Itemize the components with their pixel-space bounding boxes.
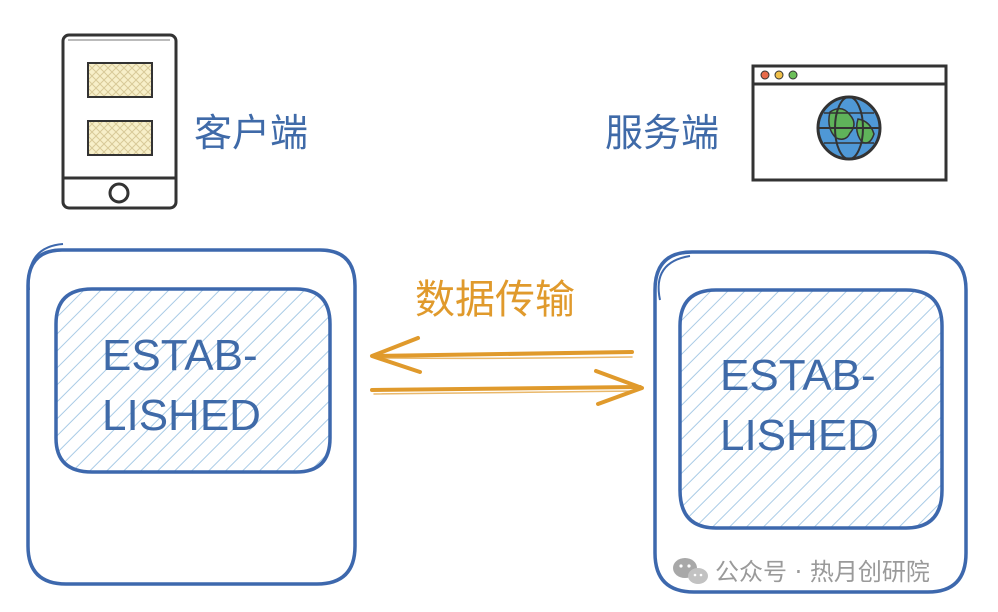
server-state-line-2: LISHED xyxy=(720,411,879,460)
wechat-icon xyxy=(673,558,708,584)
mobile-phone-icon xyxy=(61,33,178,210)
client-state-line-1: ESTAB- xyxy=(102,331,258,380)
data-transfer-label: 数据传输 xyxy=(415,277,575,323)
browser-globe-icon xyxy=(751,64,948,182)
client-state-box: ESTAB- LISHED xyxy=(26,243,357,586)
server-state-line-1: ESTAB- xyxy=(720,351,876,400)
client-label: 客户端 xyxy=(194,111,308,155)
watermark: 公众号 · 热月创研院 xyxy=(673,558,930,586)
client-state-line-2: LISHED xyxy=(102,391,261,440)
watermark-text: 公众号 · 热月创研院 xyxy=(715,558,930,586)
arrow-to-client xyxy=(370,336,634,374)
server-state-box: ESTAB- LISHED xyxy=(653,250,968,594)
arrow-to-server xyxy=(370,369,644,406)
server-label: 服务端 xyxy=(605,111,719,155)
